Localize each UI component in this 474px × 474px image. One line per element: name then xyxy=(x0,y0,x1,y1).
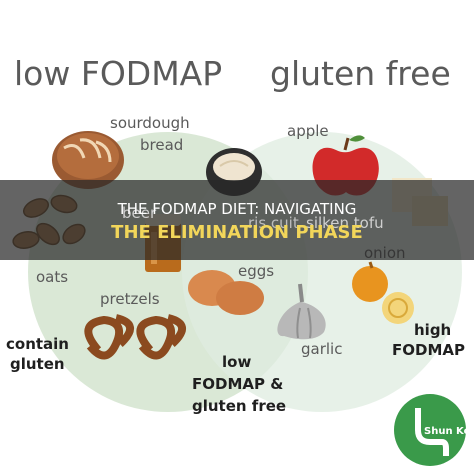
onion-icon xyxy=(352,261,414,324)
high-fodmap-line2: FODMAP xyxy=(392,341,465,359)
garlic-label: garlic xyxy=(301,340,343,358)
low-fodmap-heading: low FODMAP xyxy=(14,54,223,93)
biscuit-label: ris cuit xyxy=(248,214,299,232)
sourdough-label: sourdough xyxy=(110,114,190,132)
pretzels-label: pretzels xyxy=(100,290,160,308)
eggs-icon xyxy=(188,270,264,315)
garlic-icon xyxy=(277,283,326,340)
title-banner: beer ris cuit silken tofu THE FODMAP DIE… xyxy=(0,180,474,260)
silken-tofu-label: silken tofu xyxy=(306,214,384,232)
bread-label: bread xyxy=(140,136,184,154)
pretzels-icon xyxy=(84,314,186,360)
eggs-label: eggs xyxy=(238,262,275,280)
watermark-text: Shun Keto xyxy=(424,426,474,437)
contain-gluten-line2: gluten xyxy=(10,355,65,373)
overlap-line1: low xyxy=(222,353,252,371)
gluten-free-heading: gluten free xyxy=(270,54,451,93)
contain-gluten-line1: contain xyxy=(6,335,69,353)
high-fodmap-line1: high xyxy=(414,321,452,339)
sourdough-bread-icon xyxy=(52,131,124,189)
banner-line1: THE FODMAP DIET: NAVIGATING xyxy=(117,200,357,218)
overlap-line3: gluten free xyxy=(192,397,287,415)
oats-label: oats xyxy=(36,268,69,286)
shun-keto-logo-icon xyxy=(394,394,466,466)
banner-line2: THE ELIMINATION PHASE xyxy=(111,222,363,243)
overlap-line2: FODMAP & xyxy=(192,375,284,393)
apple-label: apple xyxy=(287,122,329,140)
beer-label: beer xyxy=(122,204,157,222)
